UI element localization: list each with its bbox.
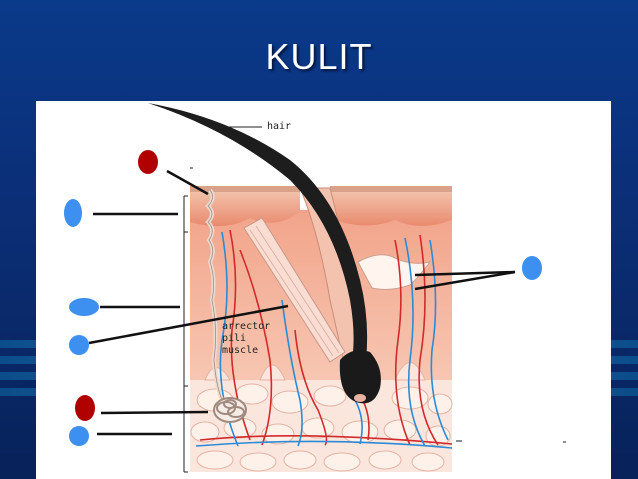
pointer-lines (88, 169, 516, 436)
marker-red (138, 150, 158, 174)
epidermis-layer (330, 188, 452, 226)
label-arrector: arrector (222, 321, 271, 332)
hair-bulb (339, 350, 381, 404)
marker-blue (69, 335, 89, 355)
tick-marks (190, 167, 566, 443)
epidermis-layer (190, 188, 300, 227)
label-muscle: muscle (222, 345, 259, 356)
marker-blue (69, 426, 89, 446)
slide-title: KULIT (265, 36, 373, 77)
arrector-pili-muscle (243, 217, 346, 363)
marker-blue (522, 256, 542, 280)
label-hair: hair (267, 121, 292, 132)
label-pili: pili (222, 333, 247, 344)
label-markers (64, 150, 542, 446)
marker-blue (69, 298, 99, 316)
hair-shaft (148, 103, 381, 404)
layer-bracket (183, 195, 188, 473)
sweat-gland (205, 188, 247, 423)
marker-blue (64, 199, 82, 227)
marker-red (75, 395, 95, 421)
skin-block (190, 186, 453, 472)
